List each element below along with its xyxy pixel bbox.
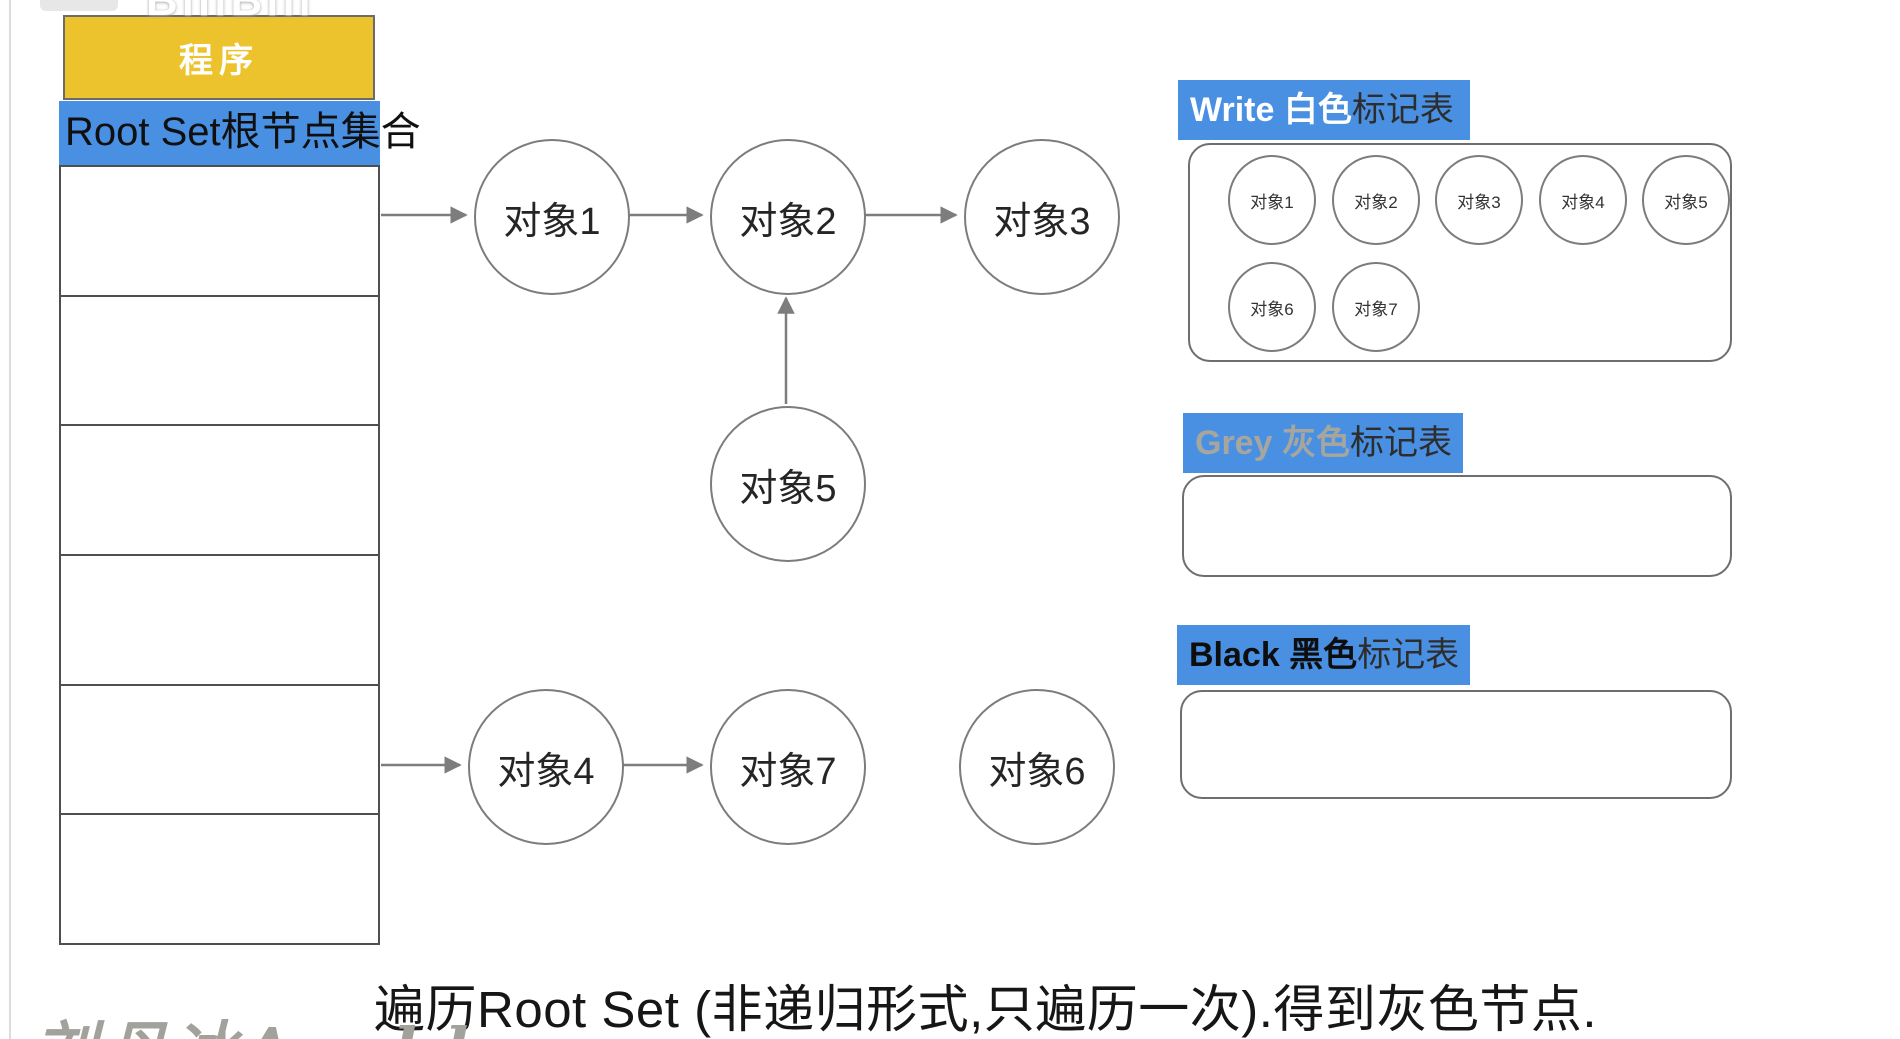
white-table-label: Write 白色标记表 [1178,80,1470,140]
black-table-label-rest: 标记表 [1357,636,1460,674]
white-table-obj2: 对象2 [1332,155,1420,245]
memory-cell [61,813,378,944]
node-obj7: 对象7 [710,689,866,845]
caption-text: 遍历Root Set (非递归形式,只遍历一次).得到灰色节点. [374,981,1598,1038]
memory-cell [61,294,378,425]
black-table-label: Black 黑色标记表 [1177,625,1470,685]
black-table-label-highlight: Black 黑色 [1189,636,1358,674]
grey-table-label-highlight: Grey 灰色 [1195,424,1350,462]
white-table-obj7: 对象7 [1332,262,1420,352]
node-obj6: 对象6 [959,689,1115,845]
white-table-box: 对象1 对象2 对象3 对象4 对象5 对象6 对象7 [1188,143,1732,362]
memory-table [59,165,380,945]
node-obj2: 对象2 [710,139,866,295]
memory-cell [61,554,378,684]
program-header: 程序 [63,15,375,100]
grey-table-label: Grey 灰色标记表 [1183,413,1463,473]
memory-cell [61,424,378,555]
white-table-label-rest: 标记表 [1351,91,1454,129]
node-obj1: 对象1 [474,139,630,295]
white-table-label-highlight: Write 白色 [1190,91,1352,129]
root-set-label: Root Set根节点集合 [59,101,421,165]
grey-table-label-rest: 标记表 [1349,424,1452,462]
memory-cell [61,167,378,295]
black-table-box [1180,690,1732,799]
node-obj5: 对象5 [710,406,866,562]
white-table-obj1: 对象1 [1228,155,1316,245]
author-signature: 刘丹冰Aceld [34,1000,476,1039]
node-obj4: 对象4 [468,689,624,845]
memory-cell [61,683,378,814]
bilibili-watermark: BiliBili [146,0,315,25]
frame-edge-line [9,0,11,1039]
white-table-obj4: 对象4 [1539,155,1627,245]
grey-table-box [1182,475,1732,577]
white-table-obj3: 对象3 [1435,155,1523,245]
white-table-obj6: 对象6 [1228,262,1316,352]
watermark-blob [40,0,118,11]
node-obj3: 对象3 [964,139,1120,295]
white-table-obj5: 对象5 [1642,155,1730,245]
